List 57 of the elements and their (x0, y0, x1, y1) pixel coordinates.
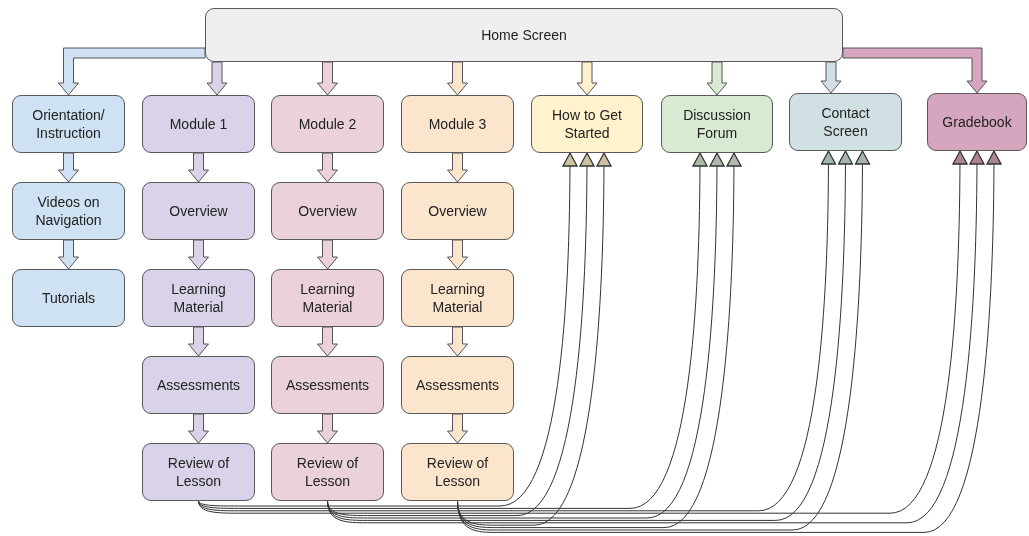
block-arrow (188, 326, 209, 357)
block-arrow (317, 61, 338, 96)
curved-arrow (198, 150, 837, 512)
page-box: Assessments (271, 356, 384, 414)
block-arrow (188, 152, 209, 183)
page-box: Tutorials (12, 269, 125, 327)
page-box: Review of Lesson (142, 443, 255, 501)
page-box: Learning Material (271, 269, 384, 327)
block-arrow (317, 326, 338, 357)
curved-arrow (457, 152, 742, 529)
block-arrow (447, 239, 468, 270)
curved-arrow (457, 150, 1002, 533)
block-arrow (447, 61, 468, 96)
page-box: Overview (401, 182, 514, 240)
page-box: How to Get Started (531, 95, 643, 153)
block-arrow (820, 61, 842, 94)
block-arrow (188, 413, 209, 444)
block-arrow (447, 326, 468, 357)
curved-arrow (327, 150, 854, 521)
block-arrow (576, 61, 598, 96)
page-box: Assessments (142, 356, 255, 414)
block-arrow (58, 152, 79, 183)
bent-block-arrow (842, 47, 988, 94)
block-arrow (58, 239, 79, 270)
page-box: Discussion Forum (661, 95, 773, 153)
page-box: Review of Lesson (271, 443, 384, 501)
page-box: Overview (142, 182, 255, 240)
block-arrow (188, 239, 209, 270)
page-box: Module 2 (271, 95, 384, 153)
page-box: Overview (271, 182, 384, 240)
page-box: Learning Material (401, 269, 514, 327)
curved-arrow (198, 150, 968, 514)
curved-arrow (457, 152, 612, 526)
screen-box: Home Screen (205, 8, 843, 62)
block-arrow (317, 413, 338, 444)
curved-arrow (327, 152, 725, 519)
curved-arrow (198, 152, 578, 507)
block-arrow (206, 61, 228, 96)
page-box: Videos on Navigation (12, 182, 125, 240)
curved-arrow (327, 152, 595, 517)
page-box: Module 1 (142, 95, 255, 153)
page-box: Review of Lesson (401, 443, 514, 501)
curved-arrow (198, 152, 708, 509)
page-box: Assessments (401, 356, 514, 414)
block-arrow (317, 239, 338, 270)
block-arrow (447, 152, 468, 183)
page-box: Gradebook (927, 93, 1027, 151)
bent-block-arrow (58, 47, 206, 96)
page-box: Learning Material (142, 269, 255, 327)
block-arrow (706, 61, 728, 96)
curved-arrow (327, 150, 985, 524)
page-box: Module 3 (401, 95, 514, 153)
page-box: Contact Screen (789, 93, 902, 151)
block-arrow (317, 152, 338, 183)
page-box: Orientation/ Instruction (12, 95, 125, 153)
curved-arrow (457, 150, 871, 531)
block-arrow (447, 413, 468, 444)
